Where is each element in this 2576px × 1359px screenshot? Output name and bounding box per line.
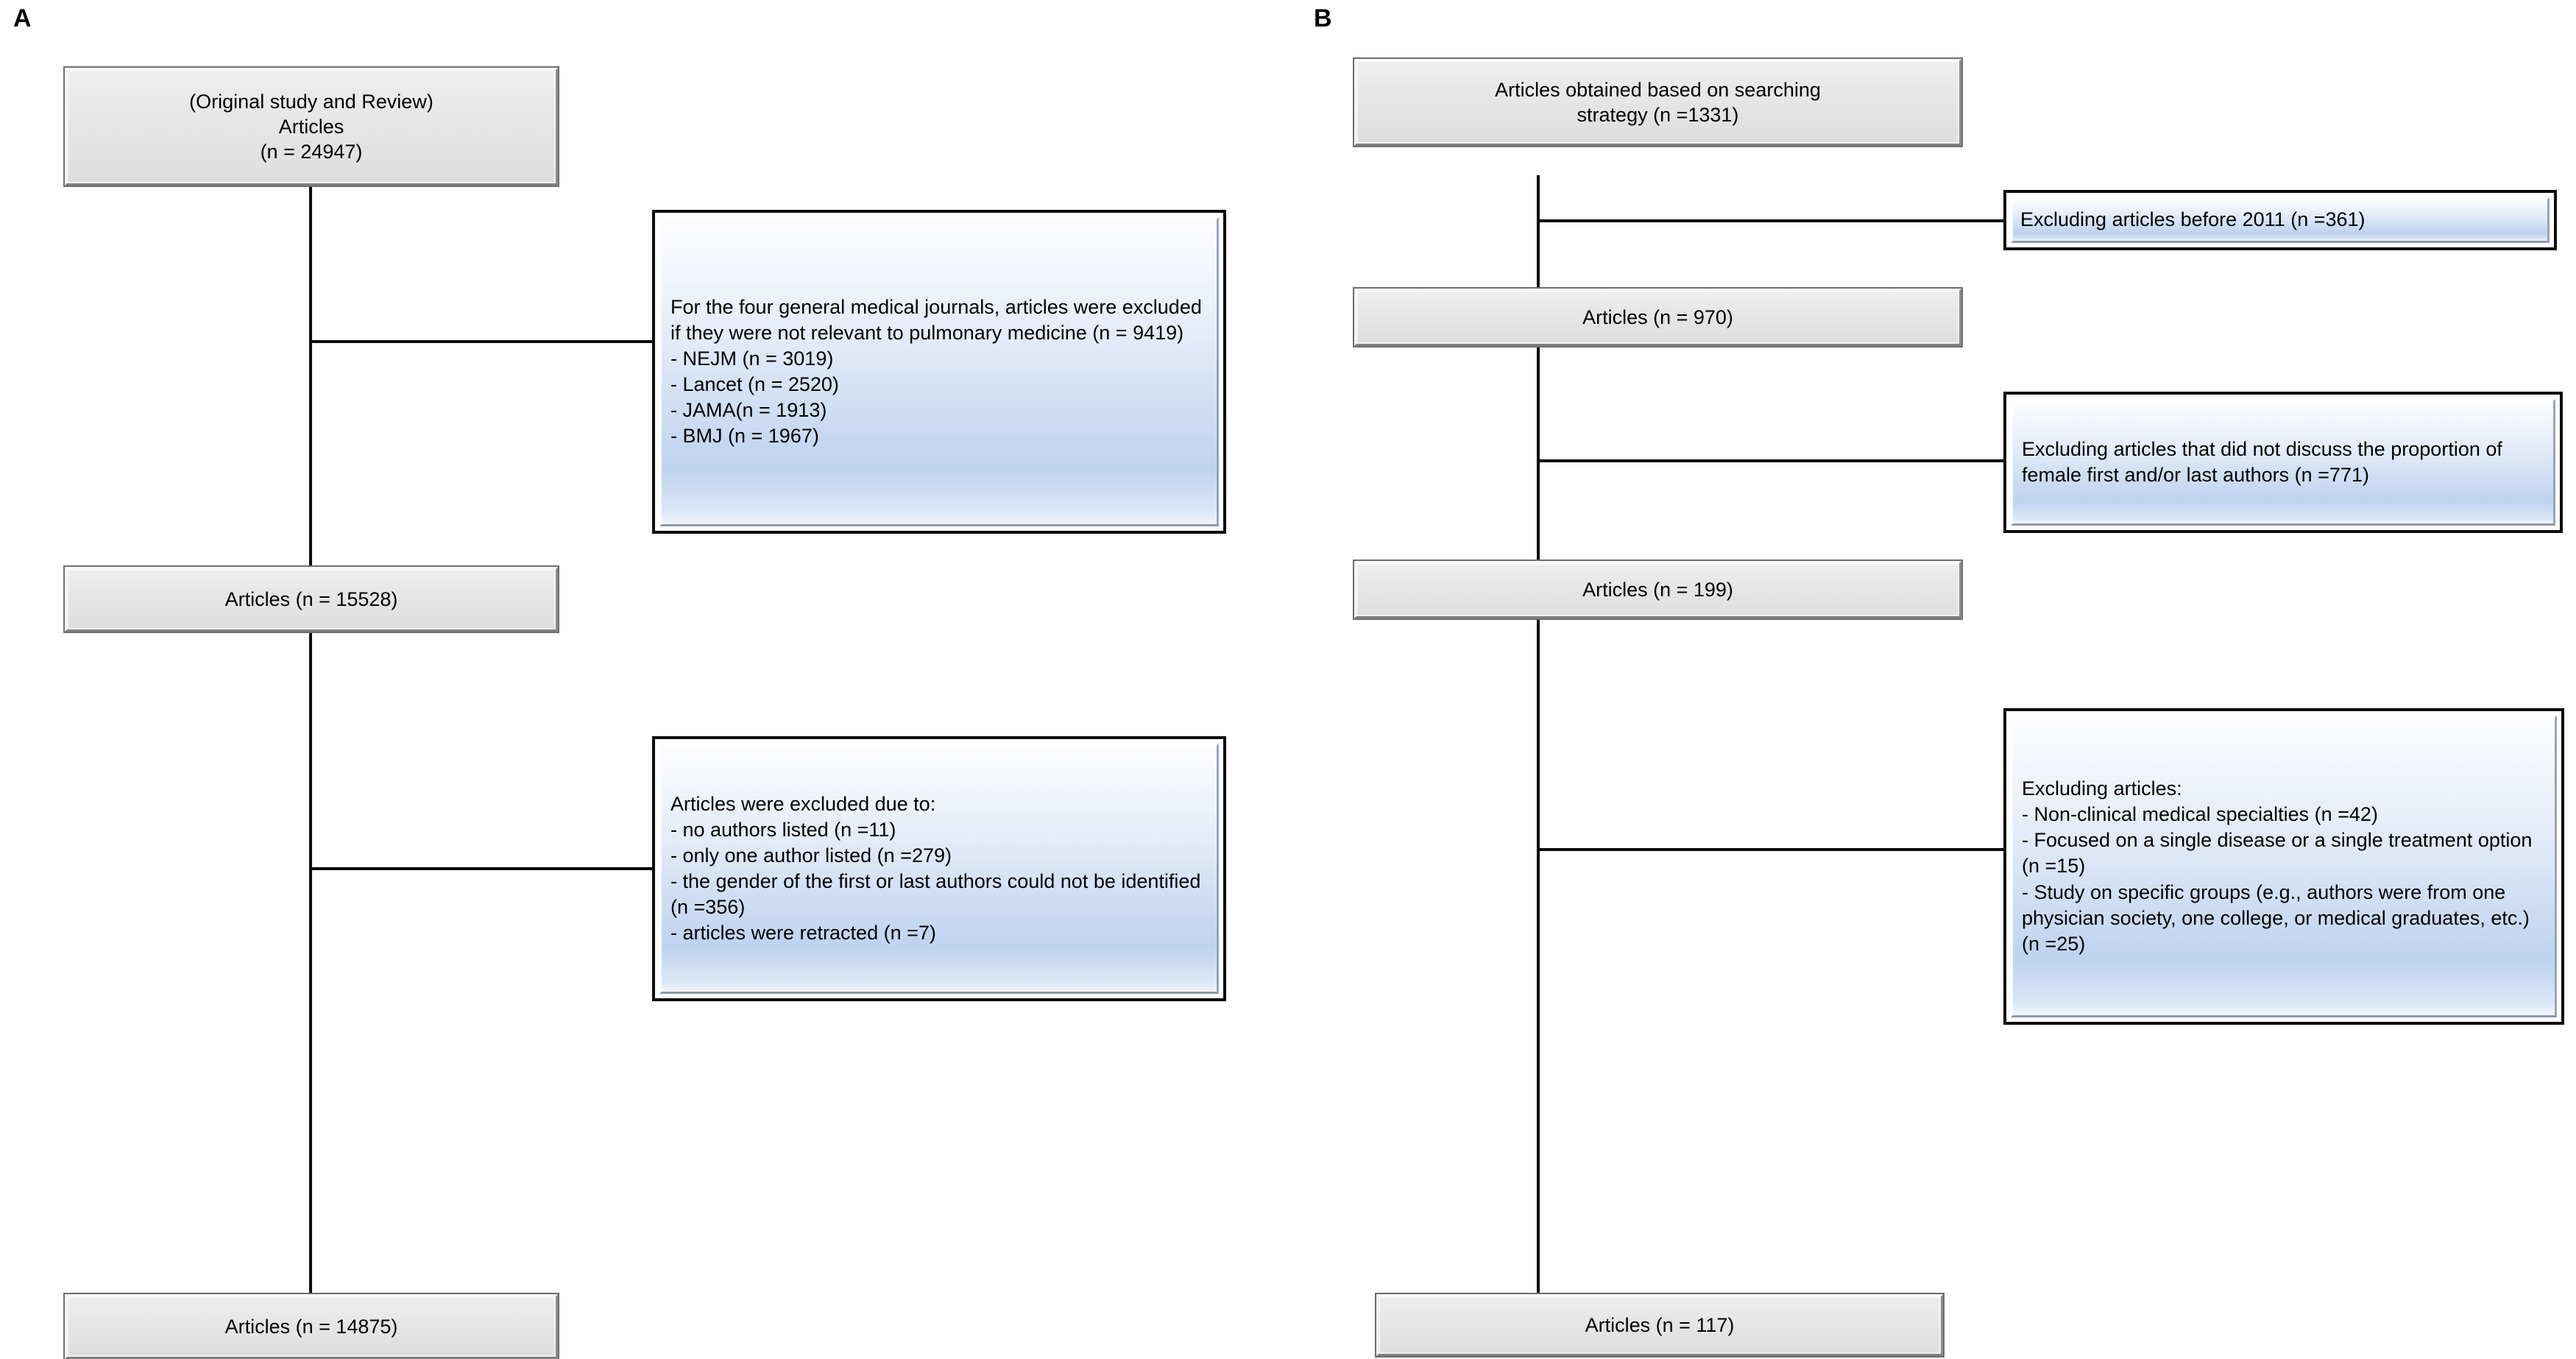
flow-box-text: Articles (n = 970) xyxy=(1582,306,1733,328)
exclusion-box-author-criteria: Articles were excluded due to: - no auth… xyxy=(652,736,1226,1001)
connector-to-exclusion-b1 xyxy=(1537,219,2005,222)
exclusion-box-no-female-authorship-proportion: Excluding articles that did not discuss … xyxy=(2003,392,2563,533)
flow-box-articles-199: Articles (n = 199) xyxy=(1353,560,1963,620)
panel-label-a: A xyxy=(13,4,32,32)
panel-label-b: B xyxy=(1314,4,1332,32)
connector-to-exclusion-b3 xyxy=(1537,848,2005,851)
exclusion-box-text: For the four general medical journals, a… xyxy=(670,295,1202,448)
flow-box-articles-117: Articles (n = 117) xyxy=(1375,1293,1945,1358)
flow-box-text: Articles (n = 14875) xyxy=(224,1315,398,1338)
exclusion-box-text: Excluding articles that did not discuss … xyxy=(2022,437,2502,486)
connector-spine-b xyxy=(1537,175,1540,1296)
flow-box-original-and-review-articles: (Original study and Review) Articles (n … xyxy=(63,66,559,187)
exclusion-box-general-medical-journals: For the four general medical journals, a… xyxy=(652,210,1226,534)
connector-to-exclusion-a2 xyxy=(309,867,655,870)
flow-box-text: Articles obtained based on searching str… xyxy=(1495,78,1821,126)
connector-to-exclusion-b2 xyxy=(1537,459,2005,462)
flow-box-articles-970: Articles (n = 970) xyxy=(1353,287,1963,347)
flow-box-text: Articles (n = 199) xyxy=(1582,578,1733,601)
flow-box-text: Articles (n = 15528) xyxy=(224,587,398,610)
exclusion-box-text: Articles were excluded due to: - no auth… xyxy=(670,792,1201,945)
connector-to-exclusion-a1 xyxy=(309,340,655,343)
flow-box-text: (Original study and Review) Articles (n … xyxy=(189,90,434,163)
exclusion-box-text: Excluding articles before 2011 (n =361) xyxy=(2020,208,2366,231)
flow-box-articles-15528: Articles (n = 15528) xyxy=(63,565,559,633)
exclusion-box-scope-criteria: Excluding articles: - Non-clinical medic… xyxy=(2003,708,2564,1025)
exclusion-box-before-2011: Excluding articles before 2011 (n =361) xyxy=(2003,190,2557,250)
exclusion-box-text: Excluding articles: - Non-clinical medic… xyxy=(2022,777,2533,955)
flow-box-articles-14875: Articles (n = 14875) xyxy=(63,1293,559,1359)
connector-spine-a xyxy=(309,184,312,1296)
flow-box-text: Articles (n = 117) xyxy=(1585,1313,1735,1336)
flow-box-articles-from-search-strategy: Articles obtained based on searching str… xyxy=(1353,57,1963,147)
